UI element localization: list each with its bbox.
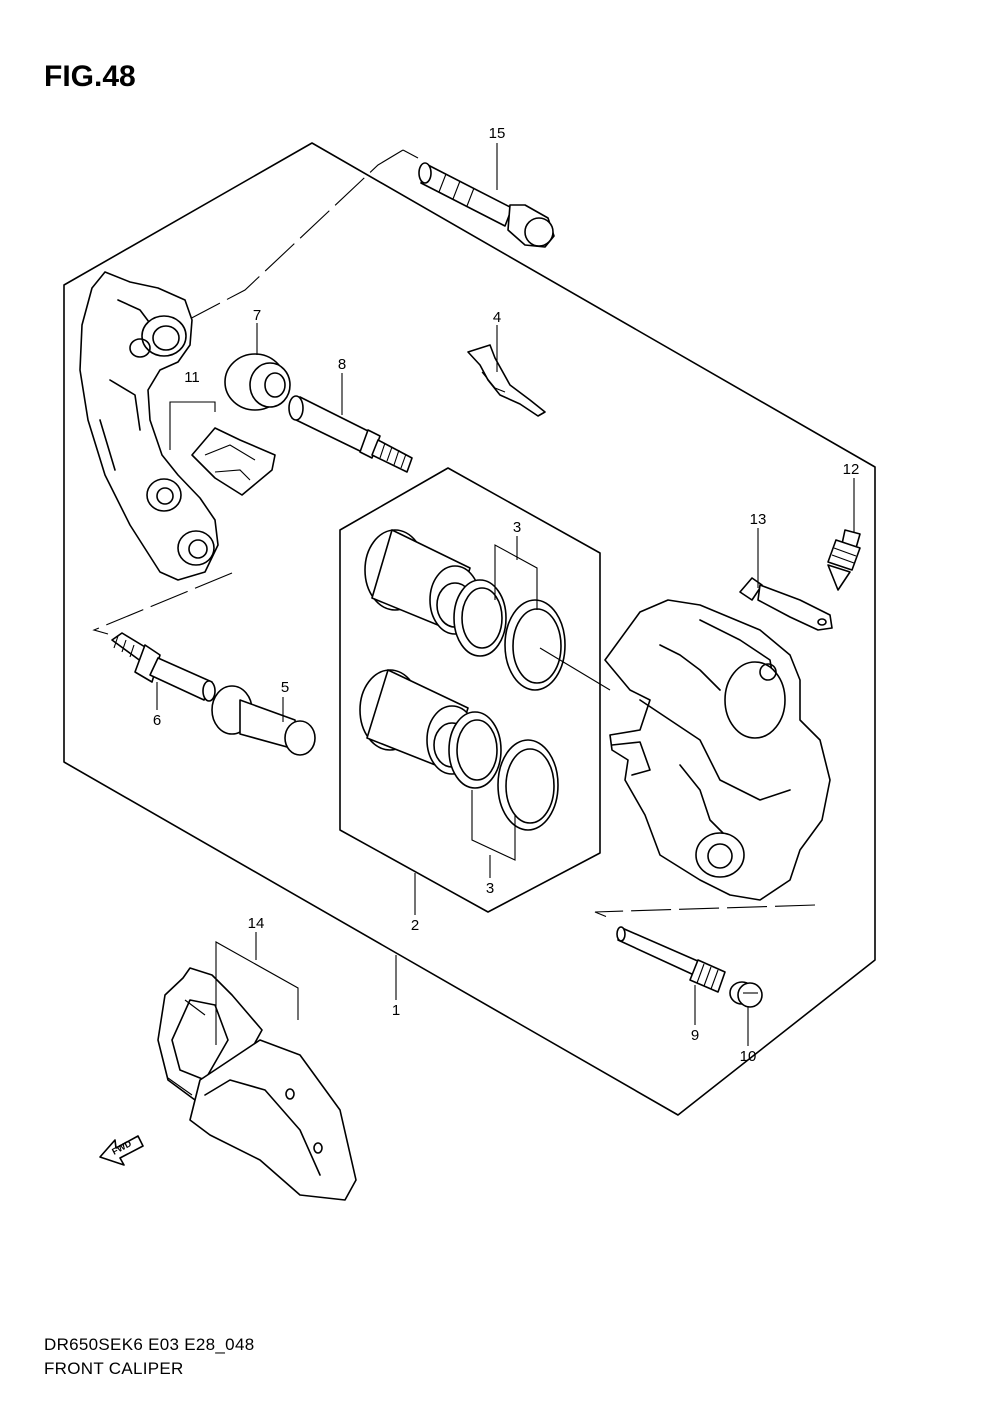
callout-4: 4 xyxy=(493,309,501,326)
seal-upper-b xyxy=(504,599,566,691)
bracket-3-lower xyxy=(471,790,516,861)
slide-pin-part-6 xyxy=(111,632,216,702)
piston-kit-boundary xyxy=(339,467,601,913)
caliper-bracket xyxy=(79,271,219,581)
piston-axis-line xyxy=(539,647,611,691)
bleeder-valve-part-12 xyxy=(827,529,861,591)
bracket-3-upper xyxy=(494,544,538,610)
pin-boot-part-5 xyxy=(211,685,316,756)
callout-6: 6 xyxy=(153,712,161,729)
callout-15: 15 xyxy=(489,125,506,142)
callout-5: 5 xyxy=(281,679,289,696)
callout-11: 11 xyxy=(184,369,200,386)
callout-13: 13 xyxy=(750,511,767,528)
seal-upper-a xyxy=(453,579,507,657)
bracket-14 xyxy=(215,941,299,1045)
seal-lower-a xyxy=(448,711,502,789)
pad-spring-part-4 xyxy=(467,344,546,417)
callout-7: 7 xyxy=(253,307,261,324)
guide-upper-cap xyxy=(402,149,419,159)
mounting-bolt-part-15 xyxy=(418,162,555,248)
callout-8: 8 xyxy=(338,356,346,373)
slide-pin-part-9 xyxy=(616,926,726,993)
plug-part-10 xyxy=(729,981,763,1008)
forward-direction-arrow: FWD xyxy=(99,1135,144,1166)
callout-1: 1 xyxy=(392,1002,400,1019)
dashed-guide-right xyxy=(594,904,816,920)
brake-pad-set-part-14 xyxy=(157,967,357,1201)
assembly-boundary xyxy=(63,142,876,1116)
bracket-11 xyxy=(169,401,216,450)
leader-lines xyxy=(156,143,855,1046)
diagram-name-caption: FRONT CALIPER xyxy=(44,1359,184,1378)
callout-9: 9 xyxy=(691,1027,699,1044)
callout-10: 10 xyxy=(740,1048,757,1065)
pad-retainer-part-11 xyxy=(191,427,276,496)
callout-14: 14 xyxy=(248,915,265,932)
dashed-guide-upper xyxy=(139,149,404,346)
callout-3-lower: 3 xyxy=(486,880,494,897)
callout-3-upper: 3 xyxy=(513,519,521,536)
boot-part-7 xyxy=(224,353,291,411)
bleeder-cap-part-13 xyxy=(739,577,833,631)
slide-pin-part-8 xyxy=(288,395,413,473)
figure-title: FIG.48 xyxy=(44,60,136,93)
callout-2: 2 xyxy=(411,917,419,934)
seal-lower-b xyxy=(497,739,559,831)
caliper-body xyxy=(604,599,831,901)
model-code-caption: DR650SEK6 E03 E28_048 xyxy=(44,1335,255,1354)
dashed-guide-lower xyxy=(92,572,233,635)
callout-12: 12 xyxy=(843,461,860,478)
